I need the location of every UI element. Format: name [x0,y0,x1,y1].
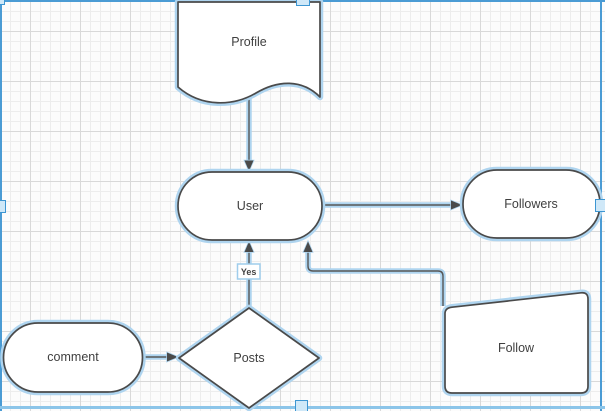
node-follow[interactable]: Follow [441,289,592,397]
arrowhead-icon [243,239,255,253]
selection-handle-right[interactable] [595,199,605,212]
document-shape[interactable] [177,1,321,104]
node-label: Followers [504,197,558,211]
node-label: comment [47,350,99,364]
arrowhead-icon [302,239,314,253]
manual-input-shape[interactable] [444,291,589,394]
node-label: Posts [233,351,264,365]
selection-handle-top[interactable] [296,0,310,6]
edge-label-text: Yes [241,267,257,277]
selection-handle-bottom[interactable] [295,400,308,411]
selection-handle-left[interactable] [0,200,6,213]
terminator-shape[interactable] [177,171,323,241]
selection-handle-top-left[interactable] [0,0,5,5]
edge-profile-user[interactable] [243,97,255,173]
node-posts[interactable]: Posts [175,304,323,411]
node-profile[interactable]: Profile [174,0,324,106]
node-comment[interactable]: comment [0,319,146,396]
edge-follow-user[interactable] [302,239,446,307]
arrowhead-icon [243,159,255,173]
node-label: Profile [231,35,266,49]
arrowhead-icon [166,351,180,363]
node-followers[interactable]: Followers [459,166,604,242]
decision-shape[interactable] [178,307,320,409]
edge-line [307,252,444,306]
edge-comment-posts[interactable] [143,351,180,363]
edge-user-followers[interactable] [322,199,464,211]
node-label: Follow [498,341,535,355]
edge-label-yes[interactable]: Yes [236,263,261,280]
arrowhead-icon [450,199,464,211]
edge-label-box[interactable] [236,263,261,280]
node-user[interactable]: User [174,168,326,244]
terminator-shape[interactable] [462,169,601,239]
terminator-shape[interactable] [2,322,144,393]
edge-glow [305,252,446,306]
node-label: User [237,199,263,213]
